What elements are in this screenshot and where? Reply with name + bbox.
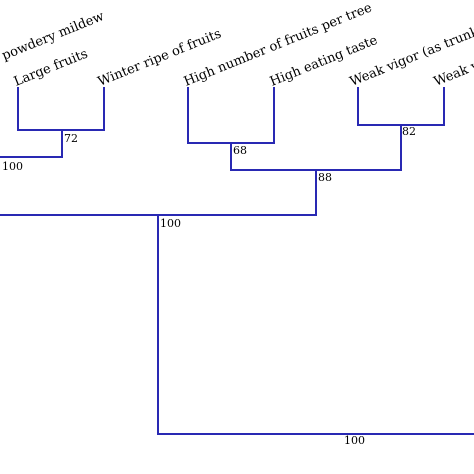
edge-highnum-eating	[187, 87, 275, 144]
edge-large-winter	[17, 87, 105, 131]
edge-clade100-top	[0, 169, 317, 216]
leaf-label-weak2: Weak v	[432, 58, 474, 90]
edge-root	[157, 214, 474, 435]
support-value-100-root: 100	[344, 434, 365, 447]
support-value-68: 68	[233, 144, 247, 157]
support-value-100-left: 100	[2, 160, 23, 173]
support-value-88: 88	[318, 171, 332, 184]
edge-clade88	[230, 124, 402, 171]
tree-edges	[0, 87, 474, 435]
support-value-82: 82	[402, 125, 416, 138]
edge-weak	[357, 87, 445, 126]
support-value-72: 72	[64, 132, 78, 145]
edge-clade72-stem	[0, 129, 63, 158]
leaf-label-powdery: powdery mildew	[0, 9, 106, 64]
support-values: 72 100 68 82 88 100 100	[2, 125, 416, 447]
support-value-100-mid: 100	[160, 217, 181, 230]
leaf-labels: powdery mildew Large fruits Winter ripe …	[0, 0, 474, 89]
